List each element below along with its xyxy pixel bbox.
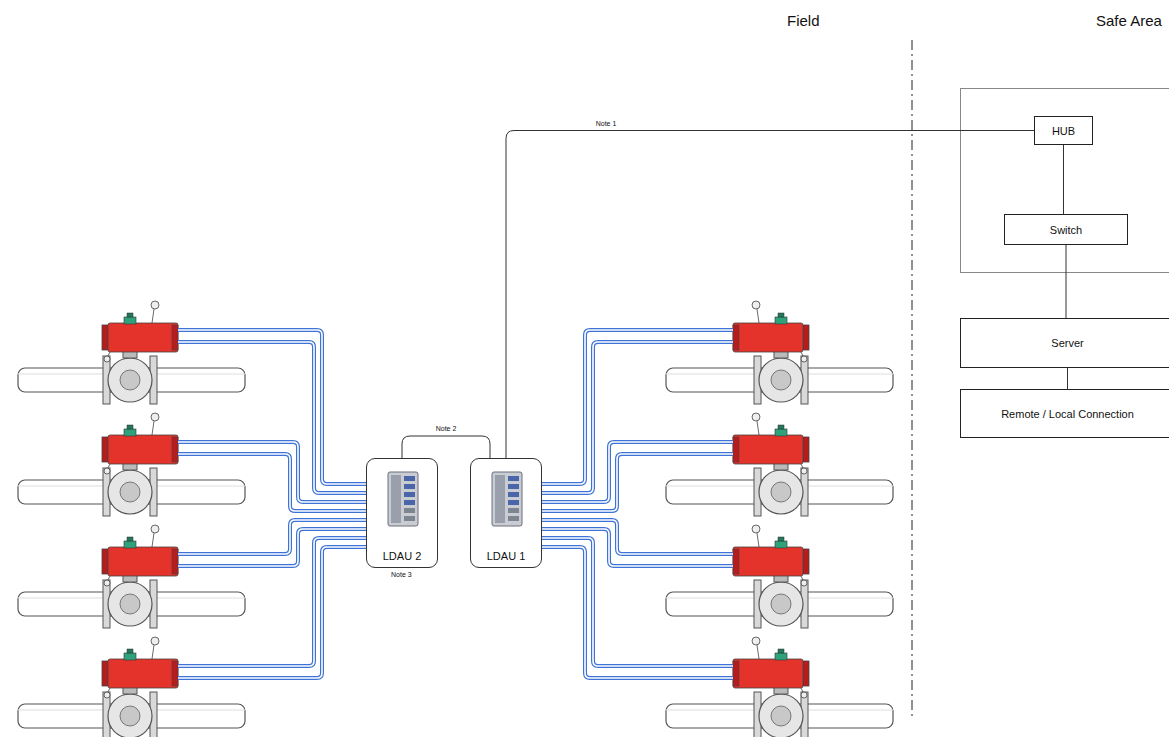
node-text: LDAU 1 xyxy=(487,550,526,562)
area-label: Field xyxy=(786,13,821,30)
valve-actuator xyxy=(18,525,245,628)
connector-line xyxy=(506,131,1034,459)
valve-actuator xyxy=(666,525,893,628)
valve-actuator xyxy=(666,413,893,516)
area-label: Safe Area xyxy=(1095,13,1163,30)
node-text: Switch xyxy=(1050,224,1082,236)
node-text: HUB xyxy=(1052,125,1075,137)
note-label: Note 3 xyxy=(390,571,413,579)
valve-actuator xyxy=(666,637,893,737)
node-text: LDAU 2 xyxy=(383,550,422,562)
connector-line xyxy=(402,436,490,458)
connector-line xyxy=(1066,245,1067,318)
enclosure-box xyxy=(961,89,1169,273)
connection-box: Remote / Local Connection xyxy=(960,389,1169,438)
ldau-box: LDAU 2 xyxy=(366,458,438,568)
signal-wires xyxy=(178,330,733,678)
switch-icon xyxy=(492,472,522,526)
ldau-box: LDAU 1 xyxy=(470,458,542,568)
valve-actuator xyxy=(18,413,245,516)
server-box: Server xyxy=(960,318,1169,368)
ldau-housing xyxy=(366,458,438,568)
switch-box: Switch xyxy=(1004,214,1128,245)
edge-note: Note 1 xyxy=(595,120,618,128)
node-text: Server xyxy=(1051,337,1083,349)
switch-icon xyxy=(388,472,418,526)
ldau-housing xyxy=(470,458,542,568)
connector-line xyxy=(1063,145,1064,214)
area-boundary xyxy=(912,40,913,716)
edge-note: Note 2 xyxy=(435,425,458,433)
node-text: Remote / Local Connection xyxy=(1001,408,1134,420)
connector-line xyxy=(1067,368,1068,389)
hub-box: HUB xyxy=(1034,116,1093,145)
valve-actuator xyxy=(666,301,893,404)
valve-actuator xyxy=(18,637,245,737)
valve-actuator xyxy=(18,301,245,404)
